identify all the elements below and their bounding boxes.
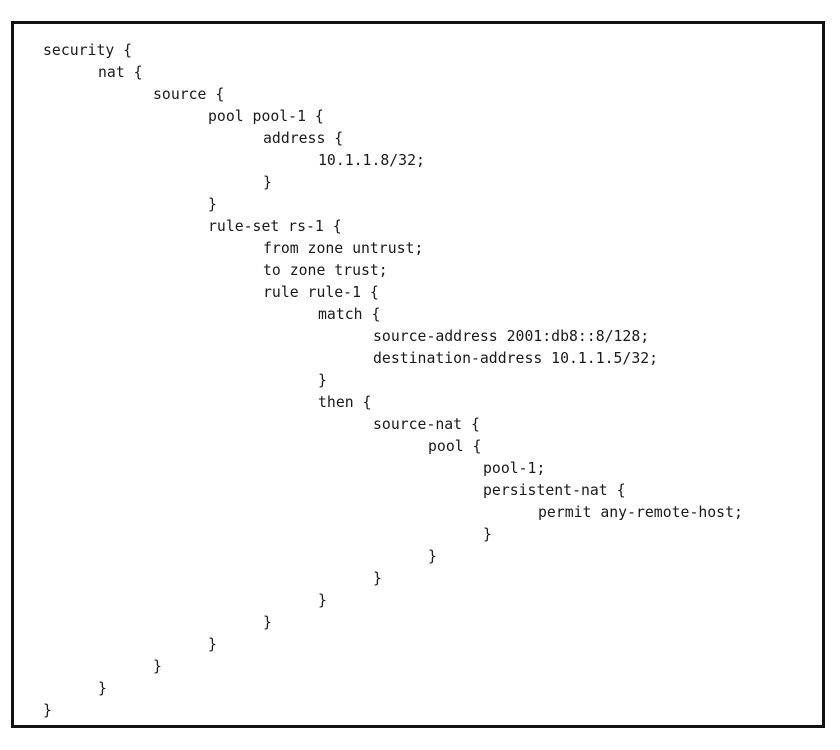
code-line: pool-1; (483, 460, 546, 477)
code-line: nat { (98, 64, 143, 81)
code-line: permit any-remote-host; (538, 504, 743, 521)
code-line: } (483, 526, 492, 543)
code-line: pool { (428, 438, 482, 455)
code-line: destination-address 10.1.1.5/32; (373, 350, 659, 367)
code-line: } (428, 548, 437, 565)
code-line: } (153, 658, 162, 675)
code-line: } (263, 614, 272, 631)
code-line: address { (263, 130, 344, 147)
code-line: match { (318, 306, 381, 323)
code-line: rule rule-1 { (263, 284, 379, 301)
code-line: from zone untrust; (263, 240, 424, 257)
code-line: pool pool-1 { (208, 108, 324, 125)
code-line: security { (43, 42, 133, 59)
code-line: } (373, 570, 382, 587)
code-line: } (318, 372, 327, 389)
code-line: } (208, 196, 217, 213)
code-line: to zone trust; (263, 262, 388, 279)
config-frame: security { nat { source { pool pool-1 { addr… (11, 21, 825, 728)
code-line: } (263, 174, 272, 191)
code-line: } (208, 636, 217, 653)
code-line: } (318, 592, 327, 609)
code-line: } (98, 680, 107, 697)
code-line: rule-set rs-1 { (208, 218, 342, 235)
code-line: source-nat { (373, 416, 480, 433)
code-line: } (43, 702, 52, 719)
code-line: then { (318, 394, 372, 411)
code-line: persistent-nat { (483, 482, 626, 499)
code-line: source { (153, 86, 225, 103)
code-line: 10.1.1.8/32; (318, 152, 425, 169)
code-line: source-address 2001:db8::8/128; (373, 328, 650, 345)
config-code-block: security { nat { source { pool pool-1 { addr… (43, 40, 743, 722)
